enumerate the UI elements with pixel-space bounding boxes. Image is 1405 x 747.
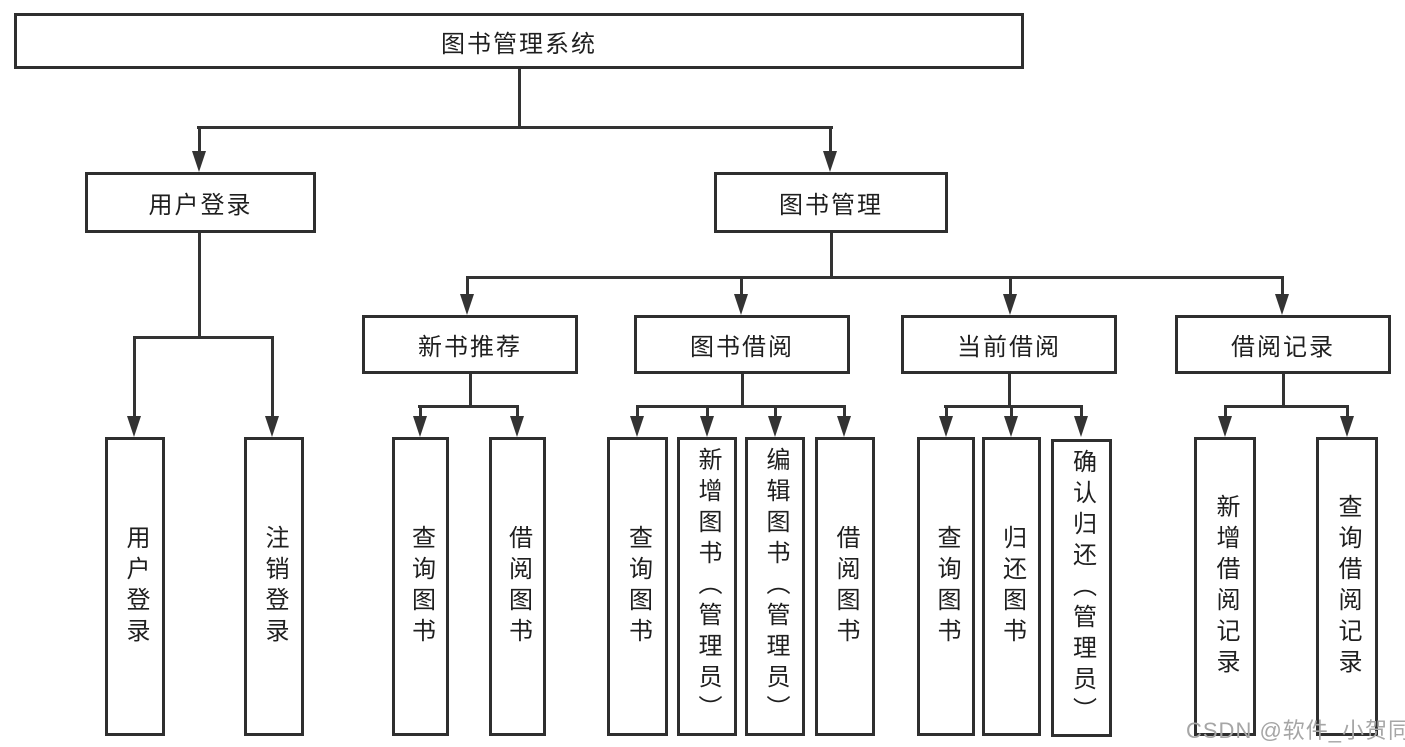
leaf-query-books-borrow: 查询图书 [607, 437, 668, 736]
arrowhead-down-icon [413, 416, 427, 437]
connector-recommend-stem [469, 374, 472, 405]
connector-drop [1010, 405, 1013, 419]
connector-drop [133, 336, 136, 419]
arrowhead-down-icon [823, 151, 837, 172]
connector-records-hline [1224, 405, 1349, 408]
connector-current-stem [1008, 374, 1011, 405]
arrowhead-down-icon [460, 294, 474, 315]
connector-recommend-hline [418, 405, 519, 408]
arrowhead-down-icon [127, 416, 141, 437]
arrowhead-down-icon [630, 416, 644, 437]
connector-user-login-hline [133, 336, 274, 339]
arrowhead-down-icon [837, 416, 851, 437]
connector-root-hline [197, 126, 833, 129]
connector-borrow-hline [636, 405, 846, 408]
arrowhead-down-icon [1275, 294, 1289, 315]
arrowhead-down-icon [1074, 416, 1088, 437]
leaf-query-books-current: 查询图书 [917, 437, 975, 736]
node-user-login: 用户登录 [85, 172, 316, 233]
connector-drop [829, 126, 832, 156]
connector-drop [1346, 405, 1349, 419]
arrowhead-down-icon [265, 416, 279, 437]
connector-drop [706, 405, 709, 419]
connector-drop [774, 405, 777, 419]
connector-drop [843, 405, 846, 419]
arrowhead-down-icon [510, 416, 524, 437]
leaf-return-books: 归还图书 [982, 437, 1041, 736]
arrowhead-down-icon [768, 416, 782, 437]
node-book-borrow: 图书借阅 [634, 315, 850, 374]
node-new-book-recommend: 新书推荐 [362, 315, 578, 374]
connector-drop [1080, 405, 1083, 419]
leaf-query-borrow-record: 查询借阅记录 [1316, 437, 1378, 736]
arrowhead-down-icon [700, 416, 714, 437]
connector-root-stem [518, 69, 521, 126]
leaf-edit-books-admin: 编辑图书（管理员） [745, 437, 805, 736]
leaf-add-borrow-record: 新增借阅记录 [1194, 437, 1256, 736]
leaf-query-books-recommend: 查询图书 [392, 437, 449, 736]
connector-borrow-stem [741, 374, 744, 405]
leaf-borrow-books-recommend: 借阅图书 [489, 437, 546, 736]
connector-drop [636, 405, 639, 419]
arrowhead-down-icon [734, 294, 748, 315]
connector-records-stem [1282, 374, 1285, 405]
arrowhead-down-icon [1218, 416, 1232, 437]
csdn-watermark: CSDN @软件_小贺同学 [1186, 718, 1405, 743]
connector-book-mgmt-stem [830, 233, 833, 276]
connector-drop [419, 405, 422, 419]
leaf-add-books-admin: 新增图书（管理员） [677, 437, 737, 736]
connector-book-mgmt-hline [466, 276, 1283, 279]
leaf-logout: 注销登录 [244, 437, 304, 736]
node-book-management: 图书管理 [714, 172, 948, 233]
node-root-library-system: 图书管理系统 [14, 13, 1024, 69]
connector-drop [945, 405, 948, 419]
connector-current-hline [944, 405, 1083, 408]
connector-drop [466, 276, 469, 297]
leaf-borrow-books: 借阅图书 [815, 437, 875, 736]
arrowhead-down-icon [192, 151, 206, 172]
connector-user-login-stem [198, 233, 201, 336]
connector-drop [198, 126, 201, 156]
connector-drop [1281, 276, 1284, 297]
connector-drop [1009, 276, 1012, 297]
arrowhead-down-icon [1003, 294, 1017, 315]
arrowhead-down-icon [1340, 416, 1354, 437]
leaf-user-login: 用户登录 [105, 437, 165, 736]
node-current-borrow: 当前借阅 [901, 315, 1117, 374]
connector-drop [740, 276, 743, 297]
node-borrow-records: 借阅记录 [1175, 315, 1391, 374]
arrowhead-down-icon [1004, 416, 1018, 437]
connector-drop [516, 405, 519, 419]
connector-drop [271, 336, 274, 419]
arrowhead-down-icon [939, 416, 953, 437]
connector-drop [1224, 405, 1227, 419]
leaf-confirm-return-admin: 确认归还（管理员） [1051, 439, 1112, 737]
